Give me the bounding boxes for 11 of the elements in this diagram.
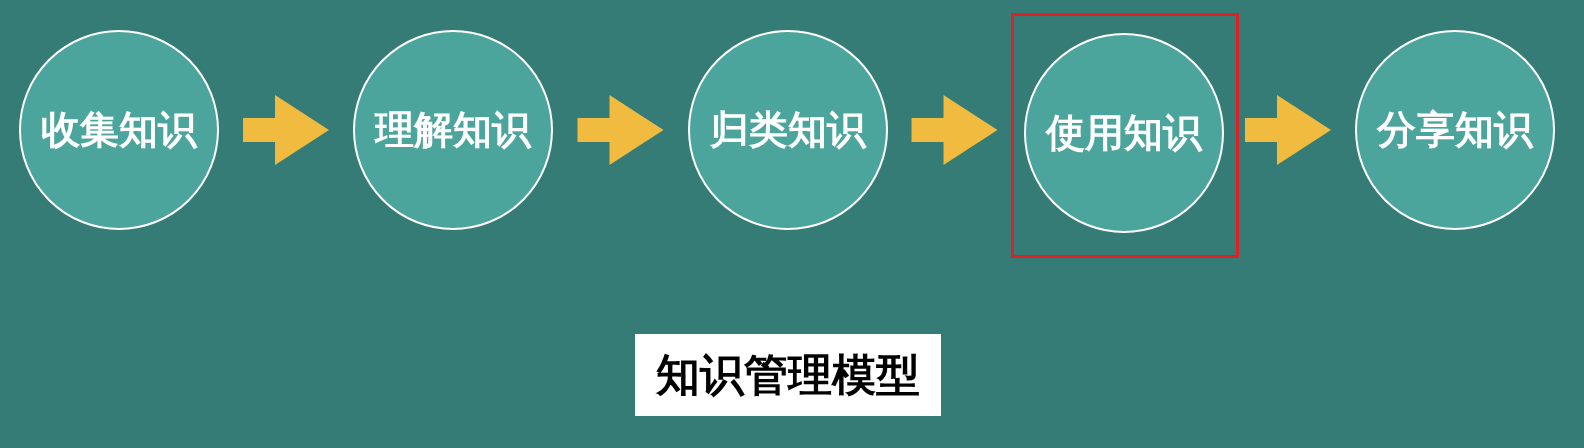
node-label: 理解知识 — [375, 105, 531, 154]
node-label: 归类知识 — [710, 105, 866, 154]
highlight-frame — [1011, 13, 1239, 258]
node-label: 使用知识 — [1046, 108, 1202, 157]
block-arrow — [577, 95, 664, 165]
caption: 知识管理模型 — [635, 334, 941, 416]
node-label: 收集知识 — [41, 105, 197, 154]
node-label: 分享知识 — [1377, 105, 1533, 154]
block-arrow — [1245, 95, 1331, 165]
block-arrow — [243, 95, 329, 165]
block-arrow — [911, 95, 998, 165]
